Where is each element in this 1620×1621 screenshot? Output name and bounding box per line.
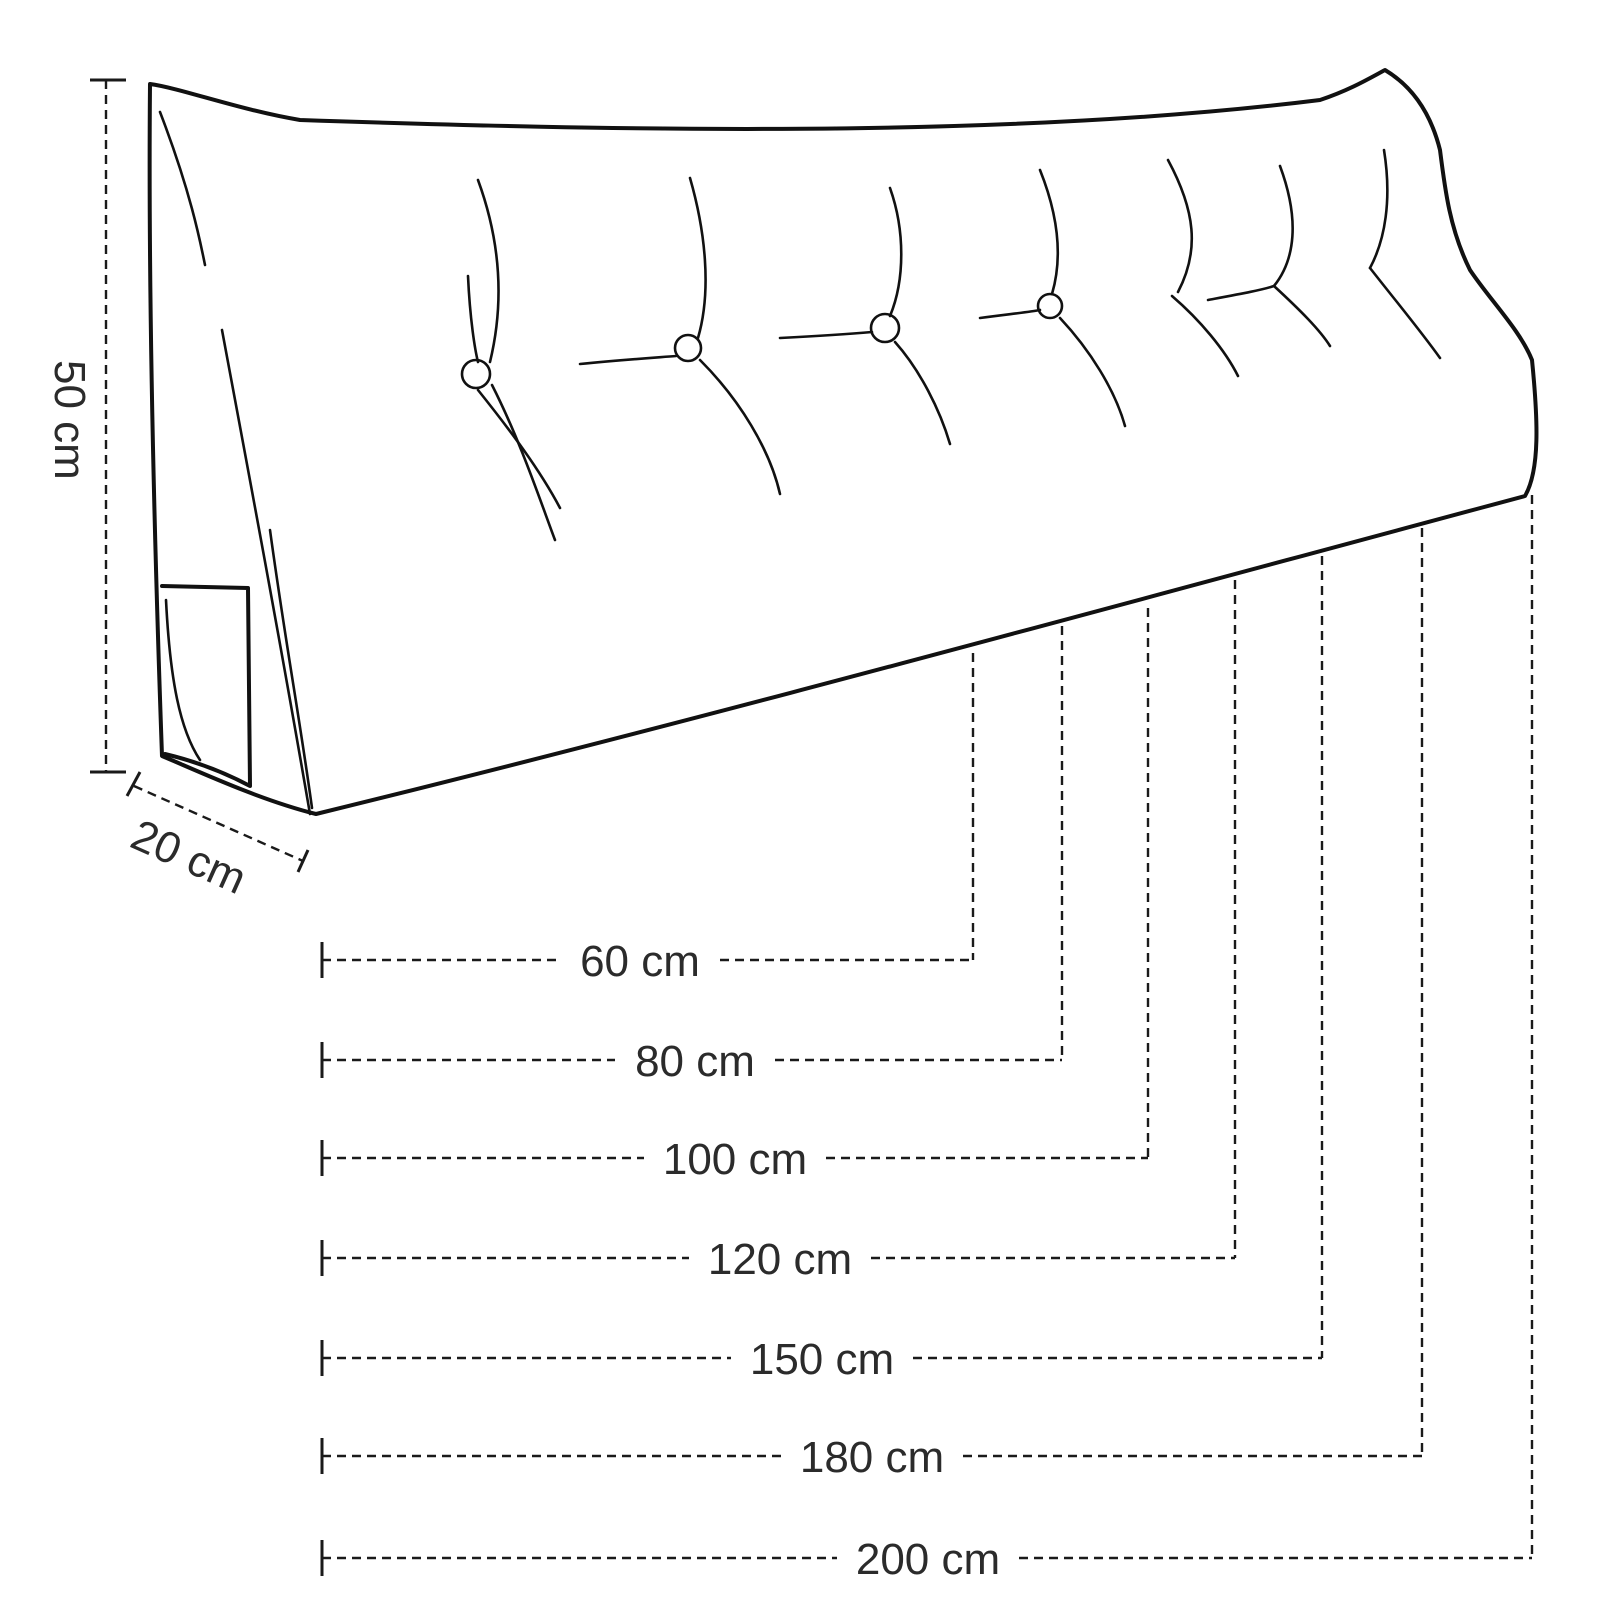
width-label: 100 cm [663,1135,807,1184]
tuft-button [869,312,901,344]
width-dimension-row: 80 cm [320,626,1064,1086]
pillow-front-edge [158,110,207,267]
width-dimension-row: 100 cm [320,608,1150,1184]
pillow-side-fold [220,328,312,816]
height-dimension: 50 cm [45,78,126,774]
tuft-button [460,358,492,390]
width-label: 180 cm [800,1433,944,1482]
width-dimensions: 60 cm 80 cm 100 cm 120 cm 150 cm 180 cm 200 cm [320,495,1534,1584]
wedge-pillow-illustration [147,68,1539,816]
width-label: 150 cm [750,1335,894,1384]
width-dimension-row: 150 cm [320,556,1324,1384]
pillow-outline [147,68,1539,816]
depth-dimension: 20 cm [124,771,310,904]
width-dimension-row: 60 cm [320,653,975,986]
height-label: 50 cm [45,360,94,480]
tufting-details [460,148,1442,542]
width-dimension-row: 200 cm [320,495,1534,1584]
width-dimension-row: 120 cm [320,580,1237,1284]
width-dimension-row: 180 cm [320,528,1424,1482]
width-label: 120 cm [708,1235,852,1284]
width-label: 80 cm [635,1037,755,1086]
tuft-button [1036,292,1064,320]
depth-label: 20 cm [124,810,253,904]
width-label: 200 cm [856,1535,1000,1584]
side-pocket [160,584,252,788]
side-pocket-seam [164,598,202,762]
width-label: 60 cm [580,937,700,986]
tuft-button [673,333,703,363]
pillow-inner-fold [268,528,314,810]
